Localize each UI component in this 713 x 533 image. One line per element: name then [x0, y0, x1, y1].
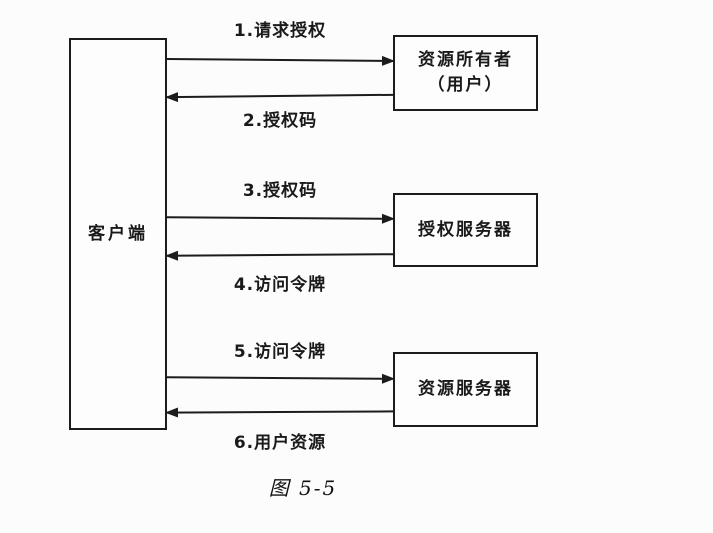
- arrowhead-left-icon: [164, 250, 179, 261]
- arrowhead-right-icon: [381, 55, 396, 67]
- arrowhead-left-icon: [164, 92, 179, 103]
- arrow-step4-left: [164, 250, 394, 261]
- arrow-label-step3: 3.授权码: [242, 181, 318, 201]
- arrowhead-left-icon: [164, 407, 179, 418]
- node-resource-owner-label-line2: （用户）: [427, 75, 504, 95]
- node-resource-owner-label-line1: 资源所有者: [418, 50, 513, 71]
- arrow-step6-left: [164, 407, 394, 418]
- node-auth-server-label: 授权服务器: [418, 219, 513, 240]
- arrow-step2-left: [164, 92, 394, 103]
- figure-caption: 图 5-5: [268, 476, 338, 500]
- arrow-label-step2: 2.授权码: [242, 111, 318, 131]
- arrow-label-step1: 1.请求授权: [233, 21, 327, 41]
- arrow-step3-right: [166, 213, 396, 224]
- node-client: 客户端: [69, 38, 167, 430]
- node-resource-server-label: 资源服务器: [418, 379, 513, 400]
- arrow-step1-right: [166, 55, 396, 67]
- arrow-label-step6: 6.用户资源: [233, 433, 327, 453]
- node-resource-server: 资源服务器: [393, 352, 538, 427]
- arrow-label-step4: 4.访问令牌: [233, 275, 327, 295]
- arrowhead-right-icon: [381, 373, 396, 384]
- node-resource-owner: 资源所有者 （用户）: [393, 35, 538, 111]
- node-auth-server: 授权服务器: [393, 193, 538, 267]
- arrowhead-right-icon: [381, 213, 396, 224]
- arrow-label-step5: 5.访问令牌: [233, 342, 327, 362]
- arrow-step5-right: [166, 373, 396, 384]
- node-client-label: 客户端: [88, 223, 148, 244]
